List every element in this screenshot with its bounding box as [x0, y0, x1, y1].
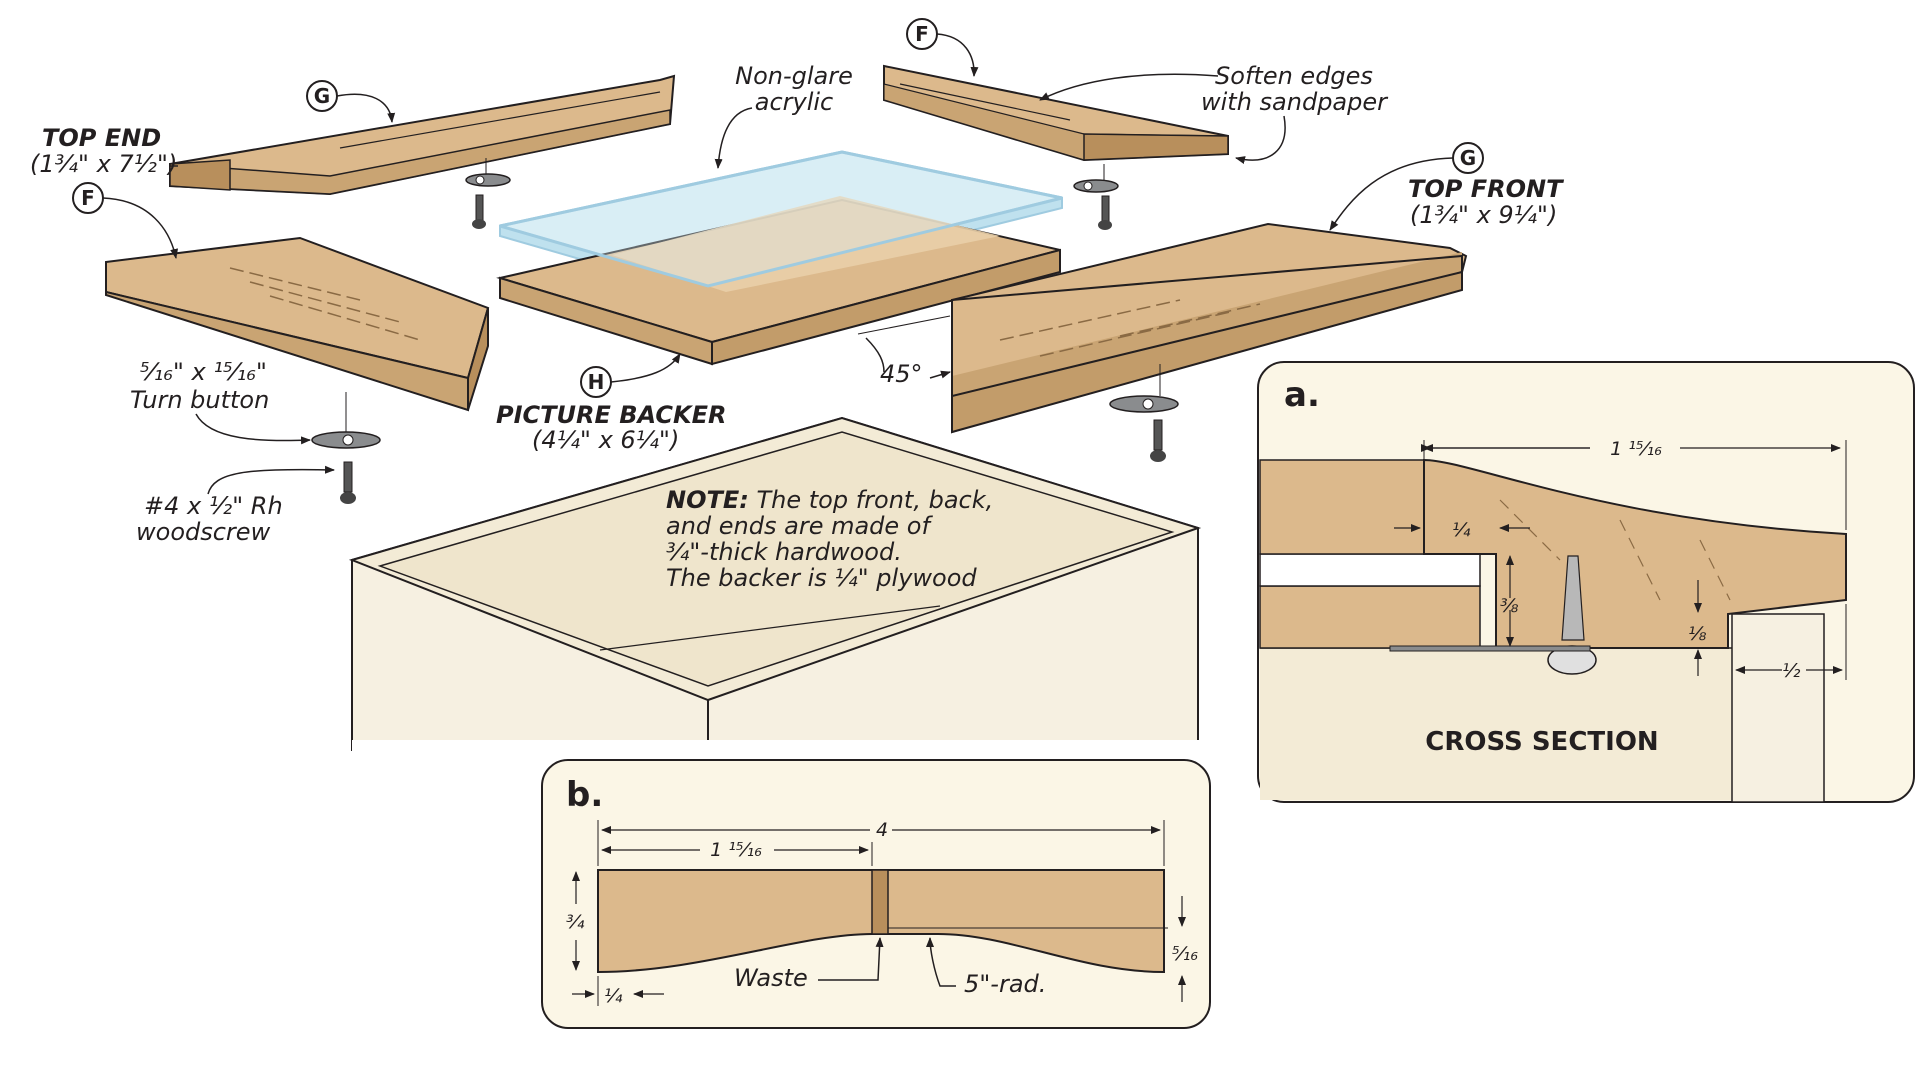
note-line2: and ends are made of [666, 512, 933, 540]
top-front-label: TOP FRONT [1408, 175, 1564, 203]
detail-a-letter: a. [1284, 375, 1320, 415]
callout-f-right: F [906, 18, 979, 77]
woodscrew-2 [1098, 195, 1112, 230]
top-end-size: (1¾" x 7½") [30, 150, 177, 178]
note-line4: The backer is ¼" plywood [666, 564, 977, 592]
top-front-size: (1¾" x 9¼") [1410, 201, 1557, 229]
turn-button-label: Turn button [130, 386, 269, 414]
svg-text:F: F [915, 22, 929, 46]
detail-b-total-dim: 4 [876, 819, 888, 841]
callout-h: H [580, 353, 681, 398]
detail-a-quarter-dim: ¼ [1452, 519, 1471, 541]
detail-b-height-dim: ¾ [566, 911, 585, 933]
detail-a-three-eighths-dim: ⅜ [1500, 595, 1519, 617]
soften-label-line1: Soften edges [1215, 62, 1373, 90]
acrylic-front-edge [499, 150, 1063, 288]
picture-backer-size: (4¼" x 6¼") [532, 426, 679, 454]
turn-button-2 [1073, 179, 1119, 193]
acrylic-label-line2: acrylic [755, 88, 834, 116]
turn-button-4 [1109, 395, 1179, 413]
detail-b-radius-label: 5"-rad. [964, 970, 1046, 998]
detail-a-eighth-dim: ⅛ [1688, 623, 1707, 645]
top-end-label: TOP END [42, 124, 161, 152]
note-lead: NOTE: [666, 486, 749, 514]
detail-b-blank-layout: b. 4 1 ¹⁵⁄₁₆ ¾ ⁵⁄₁₆ ¼ Waste 5"-rad. [541, 759, 1211, 1029]
construction-note: NOTE: The top front, back, and ends are … [666, 486, 993, 592]
detail-b-end-dim: ⁵⁄₁₆ [1172, 943, 1198, 965]
cabinet-case [348, 416, 1202, 754]
detail-a-half-dim: ½ [1782, 660, 1801, 682]
detail-a-caption: CROSS SECTION [1425, 727, 1658, 757]
svg-text:F: F [81, 186, 95, 210]
part-g-top-end [169, 74, 676, 196]
woodscrew-4 [1150, 419, 1166, 462]
angle-label: 45° [880, 360, 923, 388]
svg-text:NOTE: The top front, bac: NOTE: The top front, back, [666, 486, 993, 514]
callout-g-right: G [1329, 142, 1484, 231]
part-h-picture-backer [496, 196, 1061, 366]
detail-b-part-dim: 1 ¹⁵⁄₁₆ [710, 839, 762, 861]
note-line3: ¾"-thick hardwood. [666, 538, 902, 566]
svg-text:G: G [314, 84, 330, 108]
woodscrew-label-line2: woodscrew [136, 518, 271, 546]
note-line1: The top front, back, [757, 486, 994, 514]
callout-f-left: F [72, 182, 179, 259]
turn-button-1 [465, 173, 511, 187]
detail-b-waste-label: Waste [734, 964, 808, 992]
picture-backer-label: PICTURE BACKER [496, 401, 726, 429]
woodscrew-label-line1: #4 x ½" Rh [144, 492, 283, 520]
woodscrew-1 [472, 194, 486, 229]
woodscrew-3 [340, 461, 356, 504]
soften-label-line2: with sandpaper [1201, 88, 1389, 116]
part-g-top-front [951, 222, 1468, 434]
detail-b-quarter-dim: ¼ [604, 985, 623, 1007]
turn-button-dim: ⁵⁄₁₆" x ¹⁵⁄₁₆" [140, 358, 267, 386]
svg-text:H: H [588, 370, 605, 394]
detail-a-width-dim: 1 ¹⁵⁄₁₆ [1610, 438, 1662, 460]
detail-a-cross-section: a. 1 ¹⁵⁄₁₆ ¼ ⅜ ⅛ ½ CROSS S [1257, 361, 1915, 803]
part-f-left-end [105, 236, 490, 412]
part-f-right-end [883, 64, 1229, 162]
callout-g-left: G [306, 80, 396, 123]
turn-button-3 [311, 431, 381, 449]
detail-b-letter: b. [566, 775, 603, 815]
svg-text:G: G [1460, 146, 1476, 170]
acrylic-label-line1: Non-glare [735, 62, 853, 90]
